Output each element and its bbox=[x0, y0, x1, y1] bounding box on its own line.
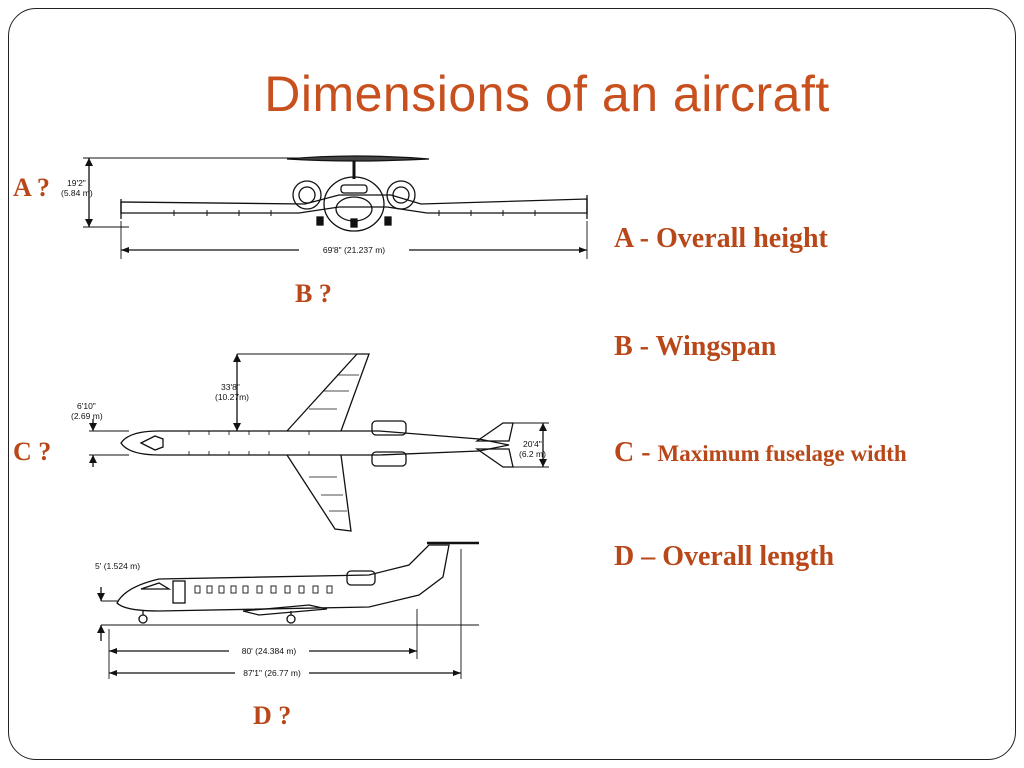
top-wing-ft-text: 33'8" bbox=[221, 382, 240, 392]
side-wing bbox=[242, 604, 328, 616]
arrowhead-icon bbox=[233, 354, 241, 362]
definition-c-prefix: C - bbox=[614, 437, 658, 468]
top-cockpit bbox=[139, 435, 164, 451]
arrowhead-icon bbox=[579, 247, 587, 253]
front-nose bbox=[335, 196, 373, 222]
arrowhead-icon bbox=[539, 423, 547, 431]
top-tail-m-text: (6.2 m) bbox=[519, 449, 546, 459]
side-engine bbox=[346, 570, 376, 586]
definition-a: A - Overall height bbox=[614, 223, 828, 254]
arrowhead-icon bbox=[453, 670, 461, 676]
arrowhead-icon bbox=[85, 219, 93, 227]
front-engine-left-fan bbox=[298, 186, 316, 204]
front-engine-right bbox=[386, 180, 416, 210]
side-nose-gear bbox=[138, 614, 148, 624]
top-engine-upper bbox=[371, 420, 407, 436]
arrowhead-icon bbox=[89, 423, 97, 431]
side-main-gear bbox=[286, 614, 296, 624]
top-wing-m-text: (10.27m) bbox=[215, 392, 249, 402]
side-door bbox=[172, 580, 186, 604]
arrowhead-icon bbox=[409, 648, 417, 654]
arrowhead-icon bbox=[109, 648, 117, 654]
arrowhead-icon bbox=[97, 593, 105, 601]
arrowhead-icon bbox=[121, 247, 129, 253]
top-window-ticks bbox=[188, 431, 310, 455]
arrowhead-icon bbox=[233, 423, 241, 431]
side-cockpit-window bbox=[140, 582, 172, 590]
front-height-m-text: (5.84 m) bbox=[61, 188, 93, 198]
side-length-inner-text: 80' (24.384 m) bbox=[242, 646, 297, 656]
top-wing-upper bbox=[286, 353, 370, 432]
side-windows bbox=[194, 585, 333, 594]
top-fuselage-m-text: (2.69 m) bbox=[71, 411, 103, 421]
arrowhead-icon bbox=[539, 459, 547, 467]
top-fuselage-outline bbox=[120, 430, 510, 456]
aircraft-drawings: 19'2" (5.84 m) 69'8" (21.237 m) 33'8" (1… bbox=[61, 155, 588, 679]
definition-d: D – Overall length bbox=[614, 541, 835, 572]
top-wing-lower bbox=[286, 454, 352, 532]
arrowhead-icon bbox=[89, 455, 97, 463]
question-label-c: C ? bbox=[13, 437, 52, 466]
front-view-drawing bbox=[83, 155, 588, 259]
top-tail-lower bbox=[474, 448, 514, 468]
definition-c: C - Maximum fuselage width bbox=[614, 437, 907, 469]
front-horizontal-tail bbox=[286, 155, 430, 162]
front-flap-tracks bbox=[173, 210, 536, 216]
top-engine-lower bbox=[371, 451, 407, 467]
front-engine-left bbox=[292, 180, 322, 210]
front-gear-left bbox=[316, 216, 324, 226]
front-engine-right-fan bbox=[392, 186, 410, 204]
question-label-b: B ? bbox=[295, 279, 332, 308]
side-clearance-text: 5' (1.524 m) bbox=[95, 561, 140, 571]
side-view-drawing bbox=[97, 541, 479, 679]
top-wing-control-surfaces bbox=[309, 374, 359, 512]
top-fuselage-ft-text: 6'10" bbox=[77, 401, 96, 411]
slide: Dimensions of an aircraft bbox=[8, 8, 1016, 760]
top-tail-ft-text: 20'4" bbox=[523, 439, 542, 449]
definition-b: B - Wingspan bbox=[614, 331, 777, 362]
front-gear-nose bbox=[350, 218, 358, 228]
side-length-overall-text: 87'1" (26.77 m) bbox=[243, 668, 301, 678]
slide-title: Dimensions of an aircraft bbox=[264, 66, 830, 122]
top-tail-upper bbox=[474, 422, 514, 442]
top-view-drawing bbox=[89, 353, 549, 532]
question-label-d: D ? bbox=[253, 701, 292, 730]
front-windshield bbox=[340, 184, 368, 194]
arrowhead-icon bbox=[85, 158, 93, 166]
definition-c-text: Maximum fuselage width bbox=[657, 441, 907, 466]
front-gear-right bbox=[384, 216, 392, 226]
front-wing-outline bbox=[120, 194, 588, 214]
question-label-a: A ? bbox=[13, 173, 50, 202]
side-fuselage-outline bbox=[116, 544, 450, 612]
arrowhead-icon bbox=[109, 670, 117, 676]
arrowhead-icon bbox=[97, 625, 105, 633]
front-span-text: 69'8" (21.237 m) bbox=[323, 245, 385, 255]
front-height-ft-text: 19'2" bbox=[67, 178, 86, 188]
